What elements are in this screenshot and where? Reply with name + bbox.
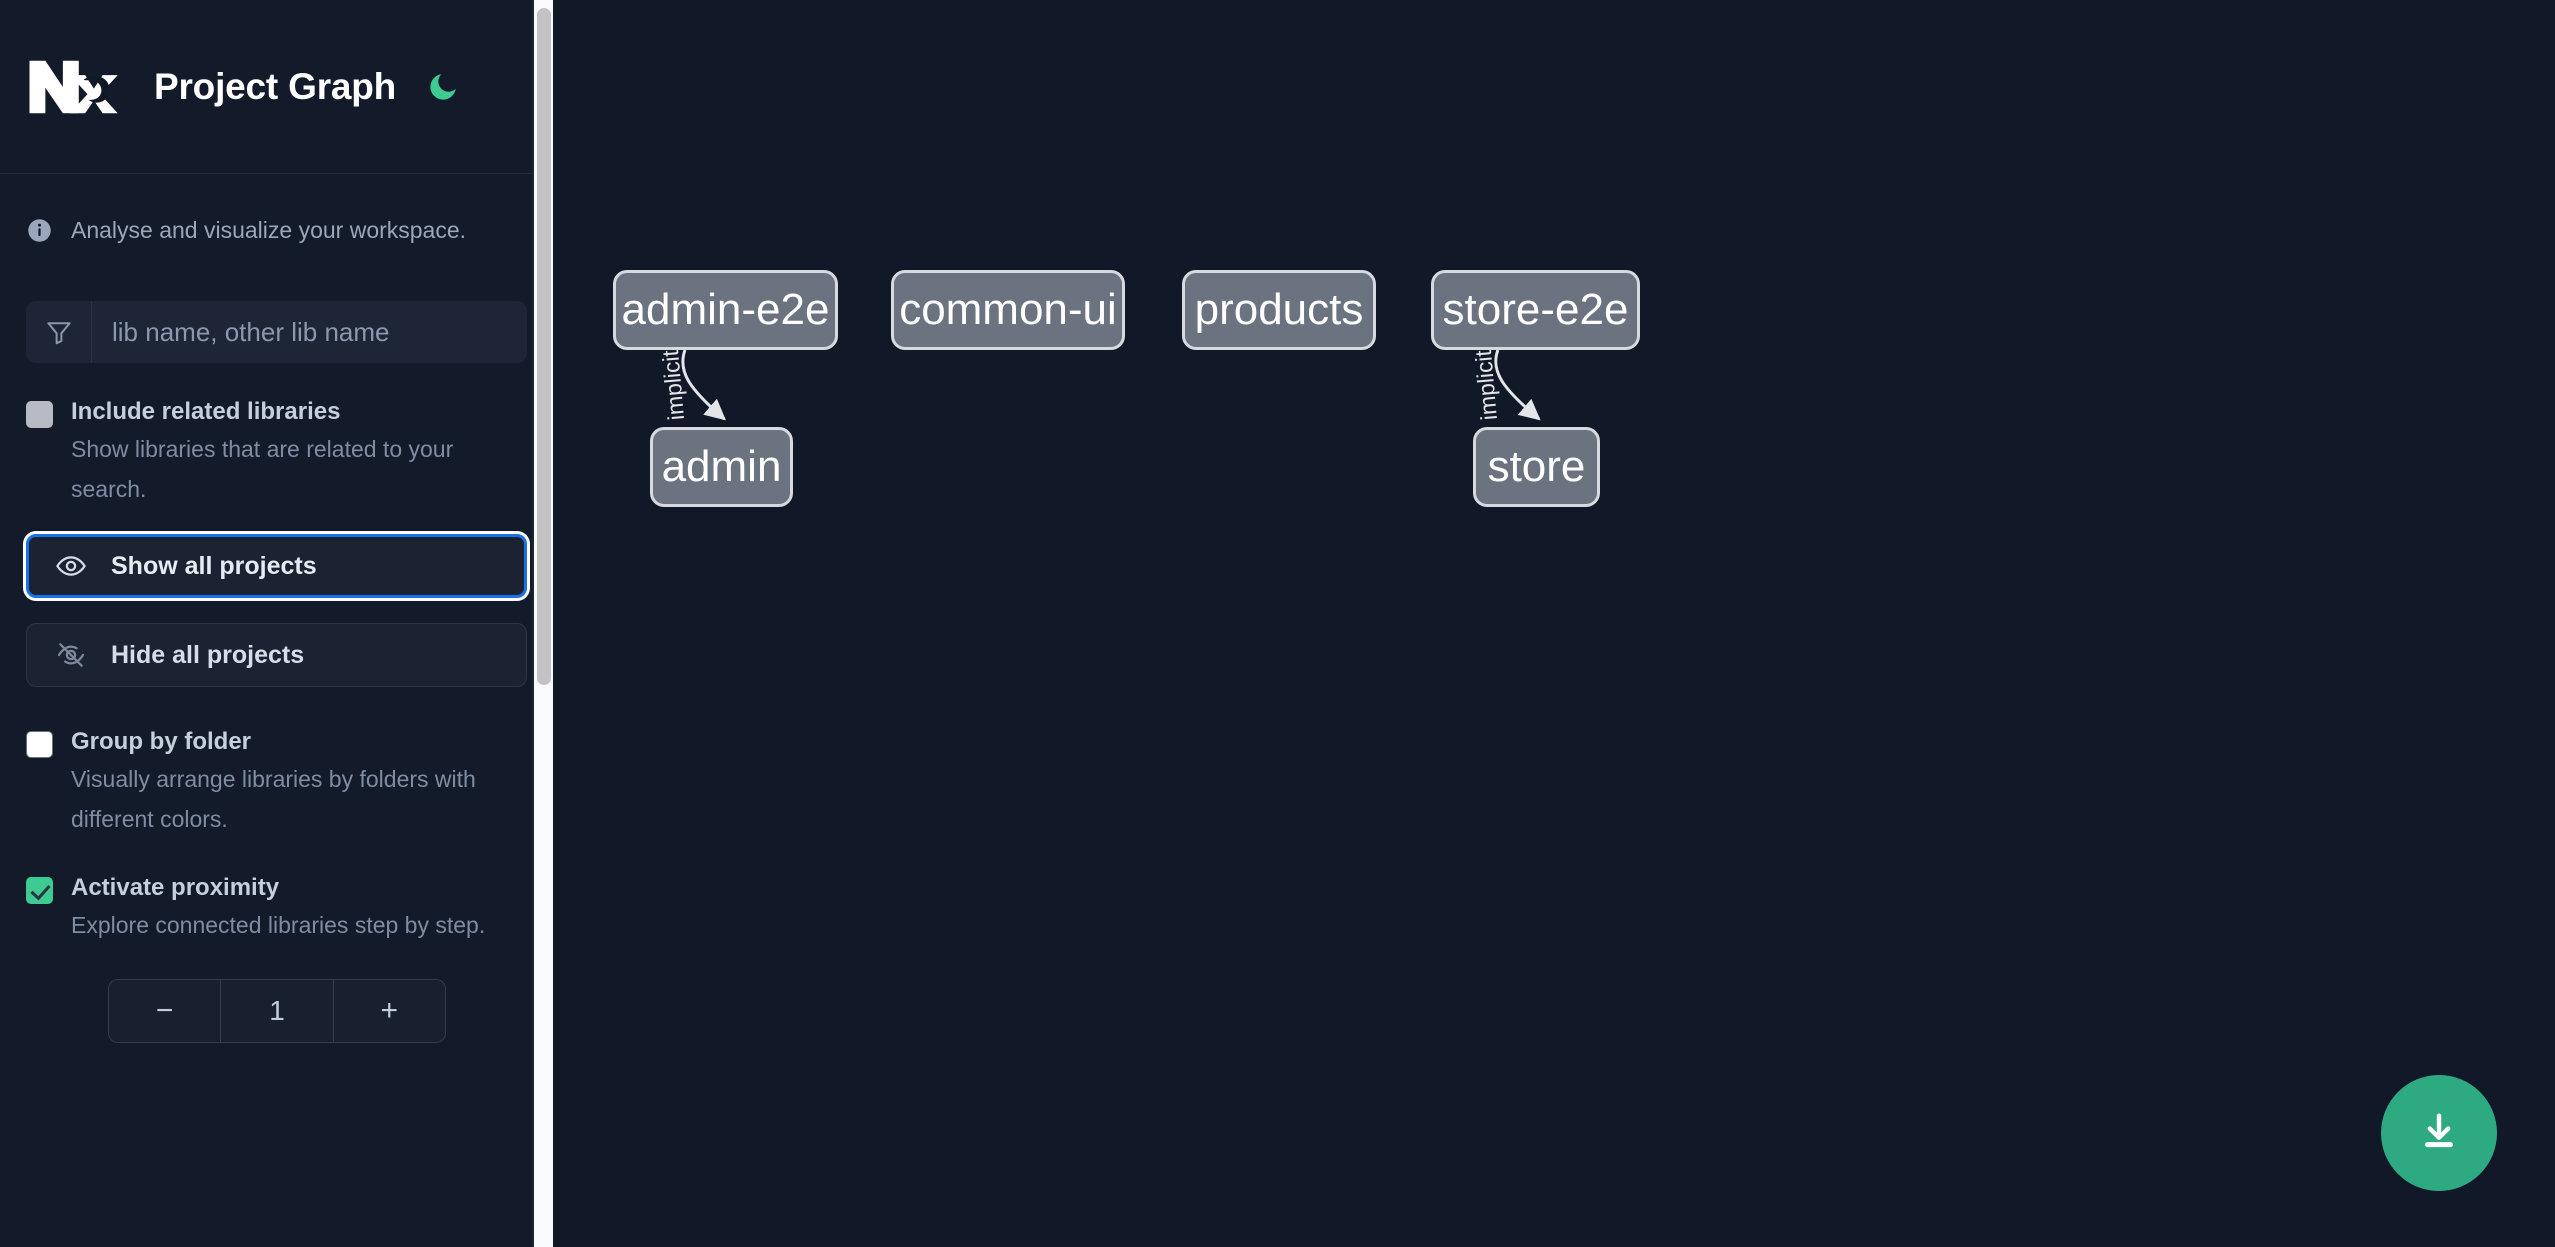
eye-icon (55, 549, 89, 583)
graph-edge-admin-e2e-to-admin (681, 349, 726, 421)
graph-node-products[interactable]: products (1182, 270, 1376, 350)
moon-icon[interactable] (423, 67, 463, 107)
graph-node-store[interactable]: store (1473, 427, 1600, 507)
graph-canvas[interactable]: implicit implicit admin-e2e common-ui produ… (553, 0, 2555, 1247)
hide-all-projects-button[interactable]: Hide all projects (26, 623, 527, 687)
graph-edge-label: implicit (657, 348, 689, 421)
option-activate-proximity[interactable]: Activate proximity Explore connected lib… (26, 873, 527, 945)
proximity-decrement-button[interactable]: − (109, 980, 221, 1042)
show-all-projects-button[interactable]: Show all projects (26, 534, 527, 598)
option-title: Group by folder (71, 728, 251, 755)
show-all-projects-label: Show all projects (111, 551, 317, 580)
graph-node-store-e2e[interactable]: store-e2e (1431, 270, 1640, 350)
filter-funnel-icon (26, 301, 92, 363)
download-image-button[interactable] (2381, 1075, 2497, 1191)
sidebar-scrollbar-thumb[interactable] (537, 8, 551, 685)
option-description: Visually arrange libraries by folders wi… (71, 766, 476, 832)
option-description: Show libraries that are related to your … (71, 436, 454, 502)
eye-off-icon (55, 638, 89, 672)
proximity-value: 1 (220, 980, 334, 1042)
option-title: Activate proximity (71, 874, 280, 901)
info-icon (26, 217, 53, 244)
sidebar-header: Project Graph (0, 0, 553, 174)
option-include-related-libraries[interactable]: Include related libraries Show libraries… (26, 397, 527, 509)
download-icon (2416, 1109, 2462, 1158)
graph-edge-store-e2e-to-store (1494, 349, 1541, 421)
graph-node-admin-e2e[interactable]: admin-e2e (613, 270, 838, 350)
option-title: Include related libraries (71, 398, 341, 425)
graph-node-common-ui[interactable]: common-ui (891, 270, 1125, 350)
include-related-libraries-checkbox (26, 401, 53, 428)
sidebar-info: Analyse and visualize your workspace. (0, 174, 553, 286)
sidebar: Project Graph Analyse and visualize your… (0, 0, 553, 1247)
proximity-increment-button[interactable]: + (333, 980, 445, 1042)
sidebar-body: Include related libraries Show libraries… (0, 301, 553, 1043)
group-by-folder-checkbox[interactable] (26, 731, 53, 758)
option-description: Explore connected libraries step by step… (71, 912, 486, 938)
search-row (26, 301, 527, 363)
page-title: Project Graph (154, 65, 397, 107)
option-group-by-folder[interactable]: Group by folder Visually arrange librari… (26, 727, 527, 839)
hide-all-projects-label: Hide all projects (111, 640, 305, 669)
sidebar-divider (532, 0, 534, 1247)
sidebar-scrollbar-track[interactable] (534, 0, 553, 1247)
graph-edge-label: implicit (1470, 348, 1502, 421)
graph-node-admin[interactable]: admin (650, 427, 793, 507)
graph-edges: implicit implicit (657, 348, 1541, 421)
activate-proximity-checkbox[interactable] (26, 877, 53, 904)
nx-logo-icon (26, 56, 122, 118)
proximity-stepper: − 1 + (108, 979, 446, 1043)
search-input[interactable] (92, 301, 527, 363)
sidebar-info-text: Analyse and visualize your workspace. (71, 216, 467, 243)
